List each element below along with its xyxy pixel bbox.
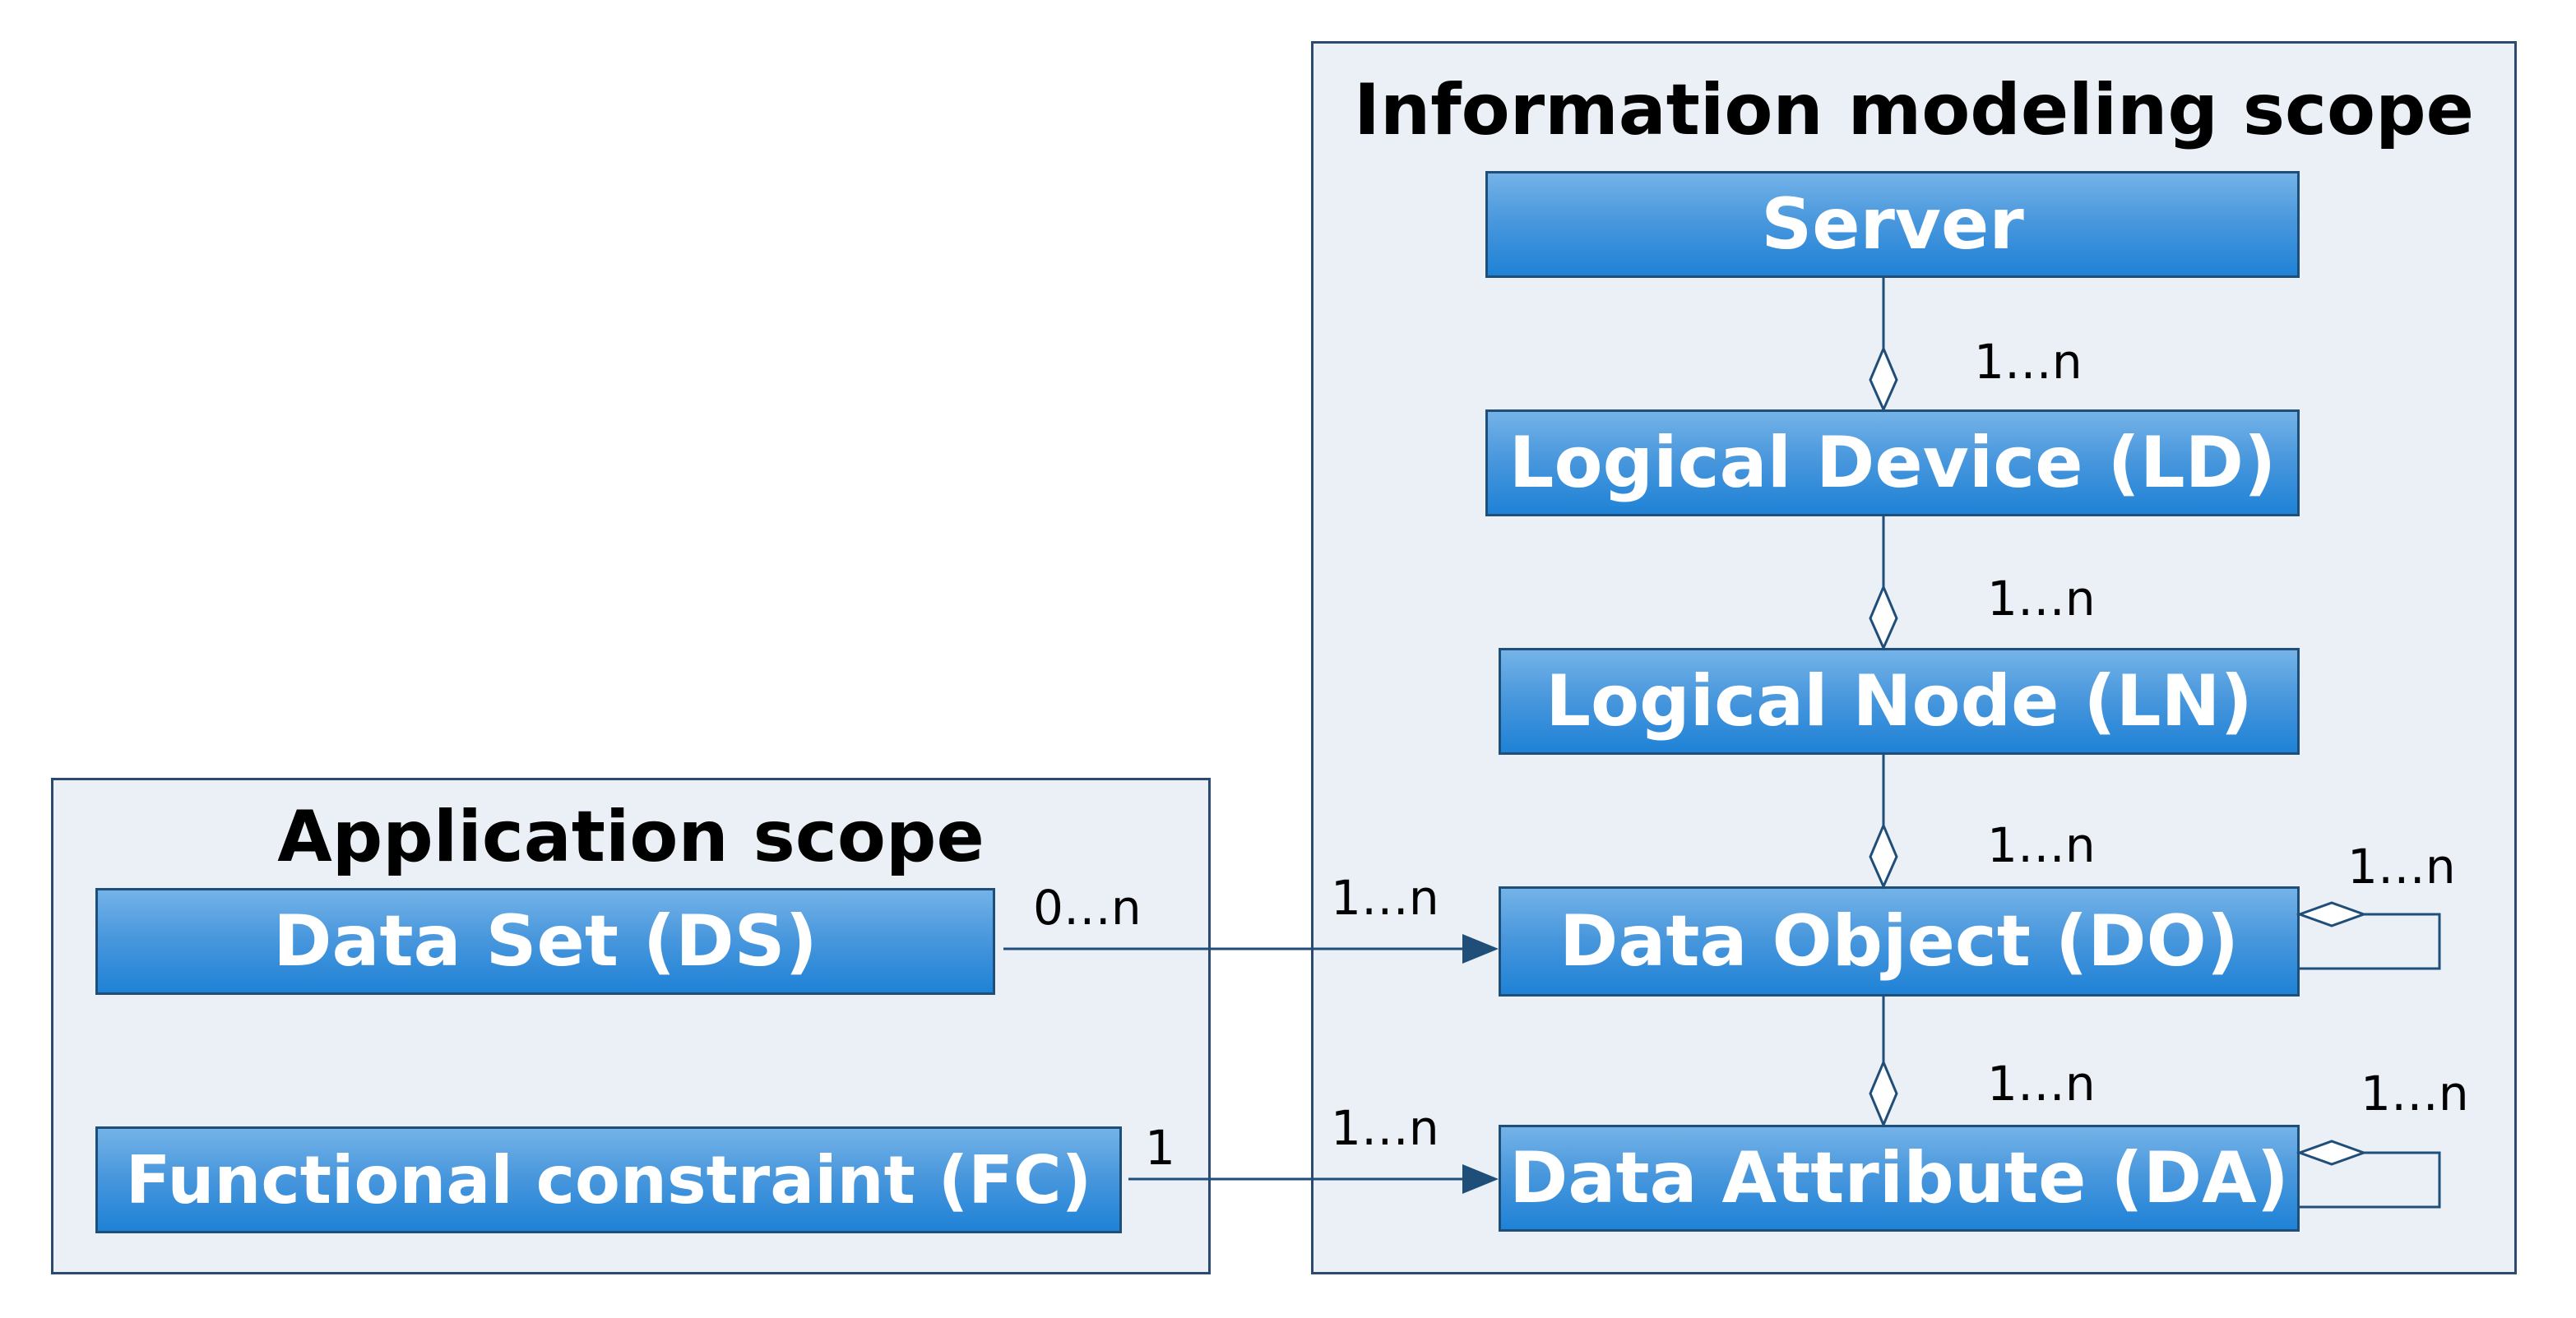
da-self-loop-connector [2300,1151,2441,1209]
aggregation-diamond-icon [1869,822,1898,890]
multiplicity-ld-ln: 1…n [1987,571,2096,627]
multiplicity-fc-target: 1…n [1331,1100,1439,1156]
aggregation-diamond-icon [1869,345,1898,413]
arrowhead-icon [1462,1164,1499,1194]
information-modeling-scope-title: Information modeling scope [1353,69,2475,151]
multiplicity-ds-source: 0…n [1033,880,1142,936]
data-object-box[interactable]: Data Object (DO) [1499,886,2300,997]
server-box[interactable]: Server [1485,171,2300,278]
multiplicity-do-self: 1…n [2347,839,2456,895]
arrowhead-icon [1462,934,1499,964]
aggregation-diamond-icon [1869,1059,1898,1128]
application-scope-title: Application scope [277,796,985,878]
multiplicity-ln-do: 1…n [1987,817,2096,873]
multiplicity-server-ld: 1…n [1974,334,2083,390]
multiplicity-fc-source: 1 [1145,1120,1175,1176]
aggregation-diamond-icon [1869,584,1898,651]
do-self-loop-connector [2300,913,2441,970]
aggregation-diamond-icon [2296,1140,2368,1166]
multiplicity-da-self: 1…n [2361,1066,2469,1121]
logical-device-box[interactable]: Logical Device (LD) [1485,409,2300,516]
data-set-box[interactable]: Data Set (DS) [95,888,995,995]
aggregation-diamond-icon [2296,901,2368,927]
multiplicity-do-da: 1…n [1987,1056,2096,1112]
functional-constraint-box[interactable]: Functional constraint (FC) [95,1126,1122,1233]
multiplicity-ds-target: 1…n [1331,870,1439,926]
logical-node-box[interactable]: Logical Node (LN) [1499,648,2300,755]
data-attribute-box[interactable]: Data Attribute (DA) [1499,1125,2300,1232]
